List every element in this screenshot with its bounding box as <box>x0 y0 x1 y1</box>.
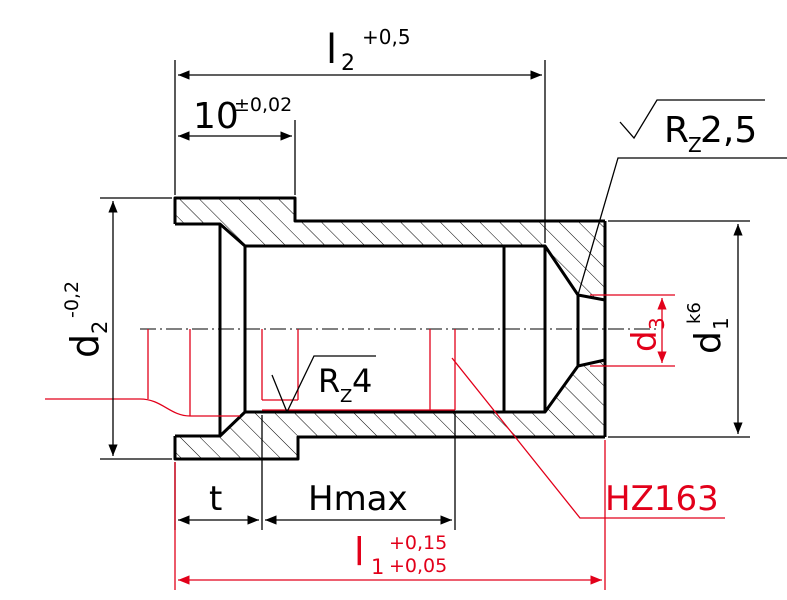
label-l1: l <box>354 530 365 574</box>
label-l2-sub: 2 <box>341 51 355 76</box>
surface-symbol-rz25 <box>619 99 765 140</box>
label-rz4-sub: Z <box>340 386 352 407</box>
section-hatching <box>175 198 605 459</box>
label-d1-sub: 1 <box>709 317 733 330</box>
label-rz25-val: 2,5 <box>700 110 757 151</box>
leader-hz163 <box>451 357 725 519</box>
part-outline <box>173 196 607 461</box>
red-insert-outline <box>45 329 456 417</box>
label-l2-tol: +0,5 <box>362 25 411 49</box>
red-dimensions <box>174 294 725 590</box>
label-rz25-sub: Z <box>688 133 702 157</box>
label-d3: d <box>625 330 665 352</box>
label-l1-tol-upper: +0,15 <box>389 532 447 554</box>
surface-symbol-rz4 <box>271 355 376 414</box>
label-l1-sub: 1 <box>371 555 384 579</box>
label-hz163: HZ163 <box>605 479 719 519</box>
label-d1-tol: k6 <box>684 302 705 324</box>
label-l1-tol-lower: +0,05 <box>389 555 447 577</box>
labels: l 2 +0,5 10 ±0,02 R Z 2,5 d 2 -0,2 R Z 4… <box>61 25 757 579</box>
label-d2: d <box>63 334 107 358</box>
label-rz4-r: R <box>318 362 340 400</box>
label-l2: l <box>326 27 337 73</box>
label-10-tol: ±0,02 <box>234 94 292 116</box>
leader-rz25 <box>577 157 787 296</box>
label-d3-sub: 3 <box>645 317 669 330</box>
label-d2-tol: -0,2 <box>61 281 83 318</box>
label-t: t <box>209 479 222 519</box>
label-d1: d <box>688 331 729 354</box>
label-rz4-val: 4 <box>352 362 372 400</box>
top-wall-section <box>175 198 605 300</box>
label-hmax: Hmax <box>308 479 408 519</box>
label-10: 10 <box>193 96 239 137</box>
dimensions <box>100 60 787 530</box>
label-d2-sub: 2 <box>88 321 112 334</box>
bottom-wall-section <box>175 360 605 459</box>
label-rz25-r: R <box>664 110 689 151</box>
